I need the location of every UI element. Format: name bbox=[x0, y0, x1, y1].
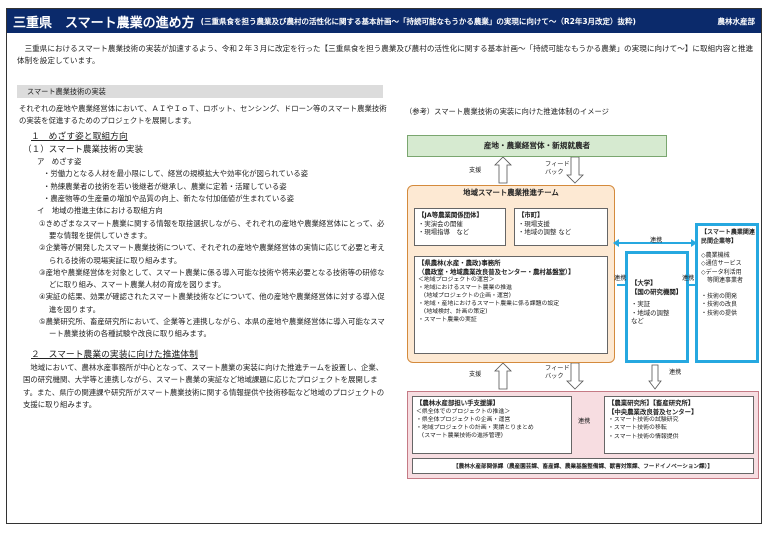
ja-box: 【JA等農業関係団体】 ・実演会の開催 ・現場指導 など bbox=[414, 208, 506, 246]
direction-item: ①きめざまなスマート農業に関する情報を取捨選択しながら、それぞれの産地や農業経営… bbox=[39, 218, 385, 240]
hq-items: ＜県全体でのプロジェクトの推進＞ ・県全体プロジェクトの企画・運営 ・地域プロジ… bbox=[416, 408, 534, 440]
prefecture-hq-box: 【農林水産部担い手支援課】 ＜県全体でのプロジェクトの推進＞ ・県全体プロジェク… bbox=[407, 391, 759, 479]
department-label: 農林水産部 bbox=[717, 16, 756, 26]
link-label: 連携 bbox=[669, 369, 682, 376]
heading-2: ２ スマート農業の実装に向けた推進体制 bbox=[31, 349, 198, 360]
farmers-box: 産地・農業経営体・新規就農者 bbox=[407, 135, 667, 157]
goal-item: ・労働力となる人材を最小限にして、経営の規模拡大や効率化が図られている姿 bbox=[43, 169, 309, 179]
lead-text: それぞれの産地や農業経営体において、ＡＩやＩｏＴ、ロボット、センシング、ドローン… bbox=[19, 104, 387, 126]
link-label: 連携 bbox=[578, 418, 591, 425]
support-label: 支援 bbox=[469, 167, 482, 174]
office-title: 【県農林(水産・農政)事務所 （農政室・地域農業改良普及センター・農村基盤室）】 bbox=[418, 259, 575, 276]
goal-item: ・熟練農業者の技術を若い後継者が継承し、農業に定着・活躍している姿 bbox=[43, 181, 287, 191]
link-label: 連携 bbox=[682, 275, 695, 282]
link-label: 連携 bbox=[650, 237, 663, 244]
related-divisions-box: 【農林水産部関係課（農産園芸課、畜産課、農業基盤整備課、獣害対策課、フードイノベ… bbox=[412, 458, 754, 474]
research-box: 【農業研究所】【畜産研究所】 【中央農業改良普及センター】 ・スマート技術の試験… bbox=[604, 396, 754, 454]
research-title: 【農業研究所】【畜産研究所】 【中央農業改良普及センター】 bbox=[608, 399, 698, 416]
structure-text: 地域において、農林水産事務所が中心となって、スマート農業の実装に向けた推進チーム… bbox=[23, 362, 385, 409]
team-title: 地域スマート農業推進チーム bbox=[463, 188, 559, 197]
direction-label: イ 地域の推進主体における取組方向 bbox=[37, 206, 163, 216]
feedback-label: フィード バック bbox=[545, 161, 570, 176]
feedback-label: フィード バック bbox=[545, 365, 570, 380]
city-box: 【市町】 ・現場支援 ・地域の調整 など bbox=[514, 208, 608, 246]
direction-item: ②企業等が開発したスマート農業技術について、それぞれの産地や農業経営体の実情に応… bbox=[39, 243, 385, 265]
company-title: 【スマート農業関連 民間企業等】 bbox=[701, 229, 755, 245]
university-box: 【大学】 【国の研究機関】 ・実証 ・地域の調整 など bbox=[625, 251, 689, 363]
goal-label: ア めざす姿 bbox=[37, 157, 82, 167]
regional-team-box: 地域スマート農業推進チーム 【JA等農業関係団体】 ・実演会の開催 ・現場指導 … bbox=[407, 185, 615, 363]
document-page: 三重県 スマート農業の進め方 (三重県食を担う農業及び農村の活性化に関する基本計… bbox=[6, 8, 762, 524]
structure-diagram: （参考）スマート農業技術の実装に向けた推進体制のイメージ 産地・農業経営体・新規… bbox=[395, 105, 761, 485]
link-arrows bbox=[613, 239, 697, 286]
middle-arrows bbox=[494, 363, 662, 390]
direction-item: ③産地や農業経営体を対象として、スマート農業に係る導入可能な技術や将来必要となる… bbox=[39, 267, 385, 290]
left-column: それぞれの産地や農業経営体において、ＡＩやＩｏＴ、ロボット、センシング、ドローン… bbox=[19, 103, 387, 411]
top-arrows bbox=[494, 157, 584, 184]
hq-division-box: 【農林水産部担い手支援課】 ＜県全体でのプロジェクトの推進＞ ・県全体プロジェク… bbox=[412, 396, 572, 454]
direction-item: ⑤農業研究所、畜産研究所において、企業等と連携しながら、本県の産地や農業経営体に… bbox=[39, 317, 385, 339]
university-title: 【大学】 【国の研究機関】 bbox=[631, 279, 683, 296]
company-items: ◇農業機械 ◇通信サービス ◇データ利活用 等関連事業者 ・技術の開発 ・技術の… bbox=[701, 252, 744, 317]
title-bar: 三重県 スマート農業の進め方 (三重県食を担う農業及び農村の活性化に関する基本計… bbox=[7, 9, 761, 33]
company-box: 【スマート農業関連 民間企業等】 ◇農業機械 ◇通信サービス ◇データ利活用 等… bbox=[695, 223, 759, 363]
diagram-title: （参考）スマート農業技術の実装に向けた推進体制のイメージ bbox=[405, 107, 609, 116]
heading-1: １ めざす姿と取組方向 bbox=[31, 131, 128, 142]
page-title: 三重県 スマート農業の進め方 bbox=[13, 15, 195, 31]
link-label: 連携 bbox=[614, 275, 627, 282]
intro-text: 三重県におけるスマート農業技術の実装が加速するよう、令和２年３月に改定を行った【… bbox=[17, 44, 754, 65]
office-box: 【県農林(水産・農政)事務所 （農政室・地域農業改良普及センター・農村基盤室）】… bbox=[414, 256, 608, 354]
page-subtitle: (三重県食を担う農業及び農村の活性化に関する基本計画～「持続可能なもうかる農業」… bbox=[200, 16, 636, 26]
university-items: ・実証 ・地域の調整 など bbox=[631, 300, 670, 326]
heading-1-1: （１）スマート農業技術の実装 bbox=[23, 144, 144, 155]
goal-item: ・農産物等の生産量の増加や品質の向上、新たな付加価値が生まれている姿 bbox=[43, 194, 295, 204]
ja-items: ・実演会の開催 ・現場指導 など bbox=[418, 219, 470, 237]
section-label: スマート農業技術の実装 bbox=[17, 85, 383, 98]
city-title: 【市町】 bbox=[518, 211, 544, 219]
support-label: 支援 bbox=[469, 371, 482, 378]
research-items: ・スマート技術の試験研究 ・スマート技術の移転 ・スマート技術の情報提供 bbox=[608, 417, 679, 440]
direction-item: ④実証の結果、効果が確認されたスマート農業技術などについて、他の産地や農業経営体… bbox=[39, 292, 385, 314]
city-items: ・現場支援 ・地域の調整 など bbox=[518, 219, 572, 237]
ja-title: 【JA等農業関係団体】 bbox=[418, 211, 483, 219]
hq-title: 【農林水産部担い手支援課】 bbox=[416, 399, 500, 407]
office-items: ＜地域プロジェクトの運営＞ ・地域におけるスマート農業の推進 (地域プロジェクト… bbox=[418, 277, 560, 324]
